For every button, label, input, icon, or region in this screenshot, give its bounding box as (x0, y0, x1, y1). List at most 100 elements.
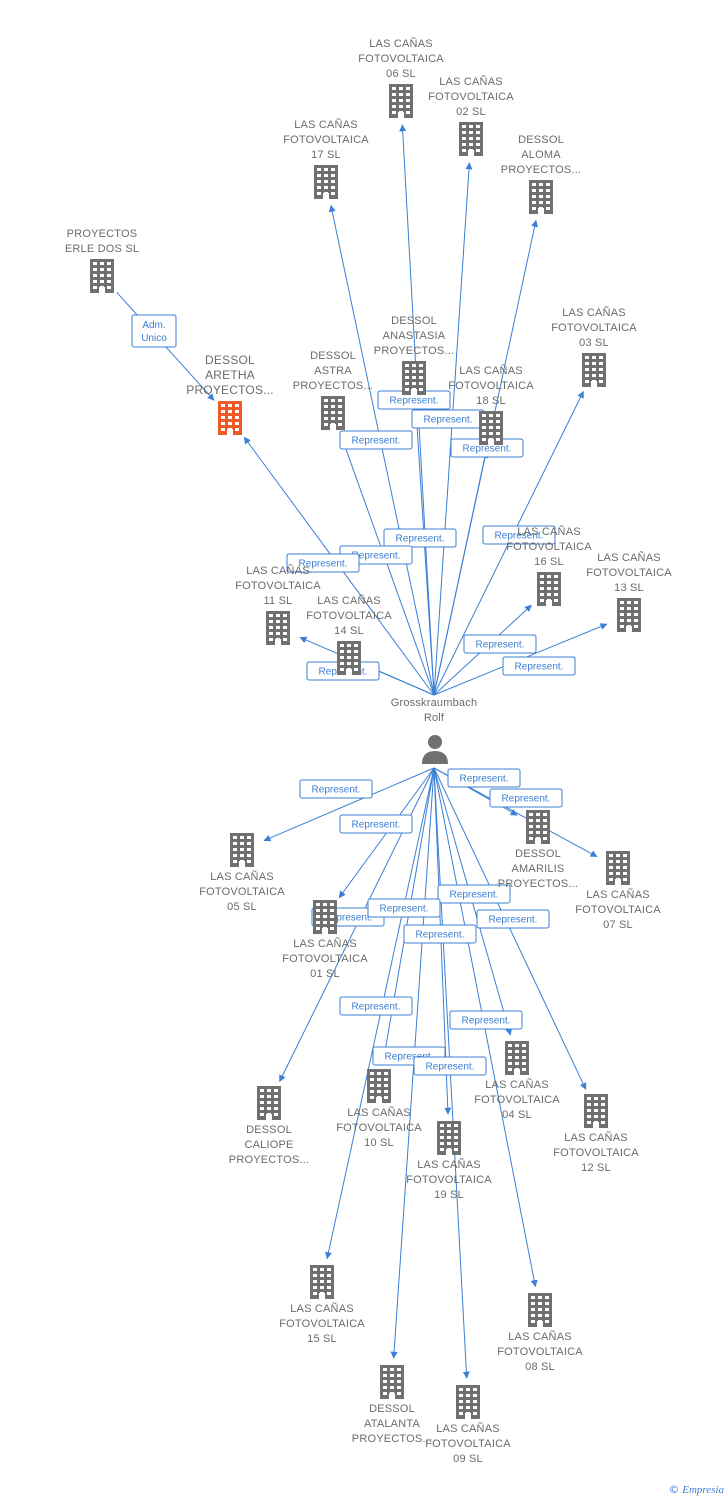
edge-label[interactable]: Represent. (502, 656, 576, 676)
company-label-line: ANASTASIA (383, 330, 446, 342)
edge-label[interactable]: Represent. (339, 996, 413, 1016)
company-node-namarilis[interactable]: DESSOLAMARILISPROYECTOS... (498, 810, 578, 890)
edge-label-text: Adm. (142, 320, 165, 331)
brand-name[interactable]: Empresia (682, 1484, 724, 1496)
edge-label[interactable]: Adm.Unico (131, 314, 177, 348)
edge-label[interactable]: Represent. (403, 924, 477, 944)
company-label-line: FOTOVOLTAICA (425, 1438, 511, 1450)
company-label-line: 05 SL (227, 901, 257, 913)
company-node-naretha[interactable]: DESSOLARETHAPROYECTOS... (186, 353, 274, 435)
edge-label[interactable]: Represent. (299, 779, 373, 799)
company-node-nanastasia[interactable]: DESSOLANASTASIAPROYECTOS... (374, 315, 454, 395)
edge-label[interactable]: Represent. (383, 528, 457, 548)
edge-label[interactable]: Represent. (489, 788, 563, 808)
company-label-line: FOTOVOLTAICA (235, 580, 321, 592)
edge-label[interactable]: Represent. (339, 814, 413, 834)
edge-label[interactable]: Represent. (411, 409, 485, 429)
edge-center-n18 (433, 450, 489, 696)
edge-label-text: Represent. (489, 915, 538, 926)
company-label-line: LAS CAÑAS (210, 870, 274, 883)
company-label-line: LAS CAÑAS (459, 364, 523, 377)
edge-label[interactable]: Represent. (286, 553, 360, 573)
company-label-line: FOTOVOLTAICA (448, 380, 534, 392)
building-icon (257, 1086, 281, 1120)
edge-center-n17 (328, 204, 435, 696)
company-label-line: PROYECTOS... (229, 1154, 309, 1166)
company-label-line: LAS CAÑAS (294, 118, 358, 131)
company-label-line: FOTOVOLTAICA (406, 1174, 492, 1186)
company-node-natalanta[interactable]: DESSOLATALANTAPROYECTOS... (352, 1365, 432, 1445)
company-node-n07[interactable]: LAS CAÑAS FOTOVOLTAICA 07 SL (575, 851, 661, 931)
copyright-symbol: © (668, 1483, 680, 1496)
company-label-line: FOTOVOLTAICA (575, 904, 661, 916)
edge-label[interactable]: Represent. (413, 1056, 487, 1076)
edge-label[interactable]: Represent. (437, 884, 511, 904)
company-label-line: PROYECTOS... (501, 164, 581, 176)
company-label-line: 17 SL (311, 149, 341, 161)
credit: © Empresia (668, 1483, 724, 1496)
edge-label[interactable]: Represent. (449, 1010, 523, 1030)
building-icon (529, 180, 553, 214)
company-label-line: DESSOL (391, 315, 437, 327)
company-label-line: LAS CAÑAS (508, 1330, 572, 1343)
company-label-line: FOTOVOLTAICA (586, 567, 672, 579)
company-label-line: FOTOVOLTAICA (553, 1147, 639, 1159)
person-name-line: Grosskraumbach (391, 697, 478, 709)
company-node-nastra[interactable]: DESSOLASTRAPROYECTOS... (293, 350, 373, 430)
edge-center-n02 (433, 162, 473, 696)
edge-label-text: Represent. (476, 640, 525, 651)
edge-label[interactable]: Represent. (367, 898, 441, 918)
edge-label[interactable]: Represent. (447, 768, 521, 788)
building-icon (266, 611, 290, 645)
edge-label[interactable]: Represent. (463, 634, 537, 654)
building-icon (230, 833, 254, 867)
company-label-line: 08 SL (525, 1361, 555, 1373)
company-label-line: LAS CAÑAS (586, 888, 650, 901)
company-label-line: 07 SL (603, 919, 633, 931)
company-label-line: LAS CAÑAS (436, 1422, 500, 1435)
building-icon (437, 1121, 461, 1155)
company-label-line: FOTOVOLTAICA (336, 1122, 422, 1134)
company-node-naloma[interactable]: DESSOLALOMAPROYECTOS... (501, 134, 581, 214)
building-icon (389, 84, 413, 118)
edge-label-text: Represent. (462, 1016, 511, 1027)
company-label-line: 19 SL (434, 1189, 464, 1201)
company-label-line: LAS CAÑAS (369, 37, 433, 50)
company-label-line: LAS CAÑAS (439, 75, 503, 88)
edge-label-text: Represent. (463, 444, 512, 455)
company-label-line: 14 SL (334, 625, 364, 637)
building-icon (380, 1365, 404, 1399)
building-icon (526, 810, 550, 844)
building-icon (321, 396, 345, 430)
edge-label[interactable]: Represent. (482, 525, 556, 545)
building-icon (582, 353, 606, 387)
company-label-line: 13 SL (614, 582, 644, 594)
company-node-ncaliope[interactable]: DESSOLCALIOPEPROYECTOS... (229, 1086, 309, 1166)
edge-label-text: Represent. (324, 913, 373, 924)
edge-label[interactable]: Represent. (339, 430, 413, 450)
edge-label-text: Represent. (416, 930, 465, 941)
edge-label[interactable]: Represent. (476, 909, 550, 929)
edges-layer (116, 124, 608, 1379)
